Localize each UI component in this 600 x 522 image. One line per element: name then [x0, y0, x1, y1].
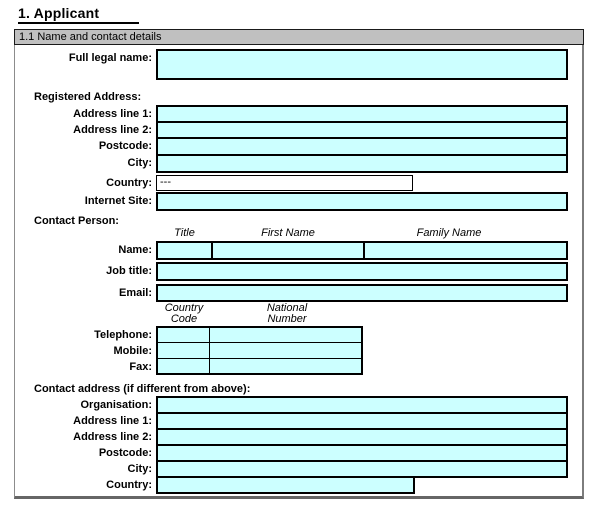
city-label: City: — [127, 157, 152, 169]
name-label: Name: — [118, 244, 152, 256]
contact-city-label: City: — [127, 463, 152, 475]
country-code-header-line2: Code — [170, 313, 198, 325]
phone-number-grid — [156, 326, 363, 375]
family-name-column-header: Family Name — [416, 227, 482, 239]
contact-address-line-1-label: Address line 1: — [73, 415, 152, 427]
contact-address-line-2-label: Address line 2: — [73, 431, 152, 443]
mobile-national-number-field[interactable] — [210, 343, 361, 357]
organisation-label: Organisation: — [80, 399, 152, 411]
national-number-header-line1: National — [266, 302, 308, 314]
country-code-column-header: Country Code — [156, 303, 212, 325]
name-title-field[interactable] — [156, 241, 213, 260]
page-title: 1. Applicant — [18, 5, 140, 24]
fax-country-code-field[interactable] — [158, 358, 210, 373]
internet-site-label: Internet Site: — [84, 195, 152, 207]
fax-row — [158, 358, 361, 373]
section-header-bar: 1.1 Name and contact details — [14, 29, 584, 45]
country-dropdown[interactable]: --- — [156, 175, 413, 191]
mobile-row — [158, 343, 361, 359]
job-title-field[interactable] — [156, 262, 568, 281]
name-first-name-field[interactable] — [211, 241, 365, 260]
city-field[interactable] — [156, 154, 568, 173]
fax-label: Fax: — [129, 361, 152, 373]
national-number-column-header: National Number — [213, 303, 361, 325]
telephone-row — [158, 328, 361, 344]
national-number-header-line2: Number — [267, 313, 307, 325]
contact-address-heading: Contact address (if different from above… — [34, 383, 251, 395]
contact-postcode-label: Postcode: — [98, 447, 152, 459]
job-title-label: Job title: — [106, 265, 152, 277]
full-legal-name-field[interactable] — [156, 49, 568, 80]
country-label: Country: — [106, 177, 152, 189]
contact-country-field[interactable] — [156, 476, 415, 494]
internet-site-field[interactable] — [156, 192, 568, 211]
contact-person-heading: Contact Person: — [34, 215, 119, 227]
full-legal-name-label: Full legal name: — [68, 52, 152, 64]
mobile-label: Mobile: — [113, 345, 153, 357]
postcode-label: Postcode: — [98, 140, 152, 152]
email-field[interactable] — [156, 284, 568, 302]
email-label: Email: — [118, 287, 152, 299]
address-line-1-label: Address line 1: — [73, 108, 152, 120]
contact-country-label: Country: — [106, 479, 152, 491]
registered-address-heading: Registered Address: — [34, 91, 142, 103]
mobile-country-code-field[interactable] — [158, 343, 210, 358]
first-name-column-header: First Name — [261, 227, 315, 239]
telephone-country-code-field[interactable] — [158, 328, 210, 343]
telephone-national-number-field[interactable] — [210, 328, 361, 342]
address-line-2-label: Address line 2: — [73, 124, 152, 136]
name-family-name-field[interactable] — [363, 241, 568, 260]
title-column-header: Title — [174, 227, 195, 239]
fax-national-number-field[interactable] — [210, 359, 361, 373]
country-code-header-line1: Country — [164, 302, 204, 314]
telephone-label: Telephone: — [94, 329, 152, 341]
